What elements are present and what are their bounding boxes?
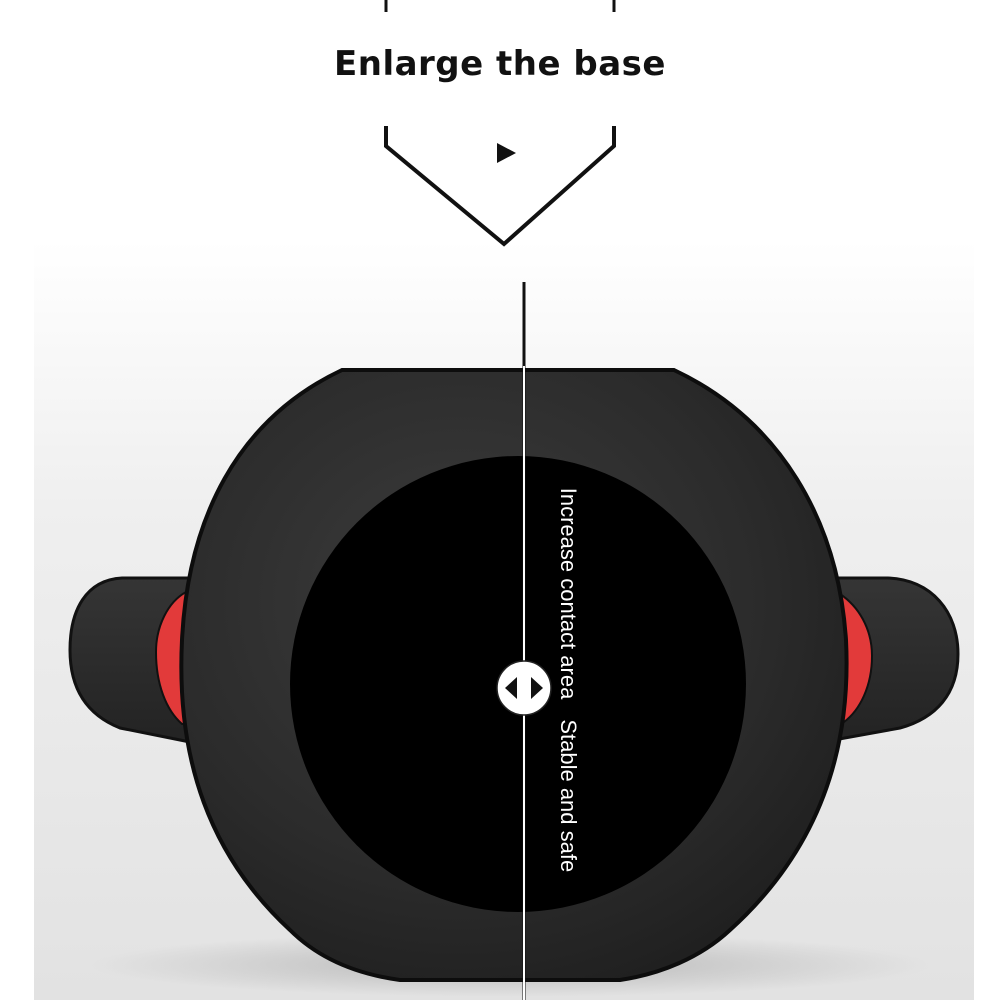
- chevron-pointer-shape: [384, 126, 616, 247]
- right-handle-red-ring: [839, 592, 874, 723]
- play-triangle-icon: [497, 143, 516, 163]
- right-handle: [832, 576, 960, 742]
- stability-annotation: Stable and safe: [556, 719, 581, 873]
- left-handle-red-ring: [154, 590, 187, 725]
- top-bracket-line: [384, 0, 616, 12]
- left-right-arrows-icon: [496, 660, 552, 716]
- annotation-vertical-text: Increase contact areaStable and safe: [552, 460, 584, 900]
- headline: Enlarge the base: [334, 44, 666, 84]
- left-handle: [68, 576, 192, 744]
- contact-area-annotation: Increase contact area: [556, 487, 581, 700]
